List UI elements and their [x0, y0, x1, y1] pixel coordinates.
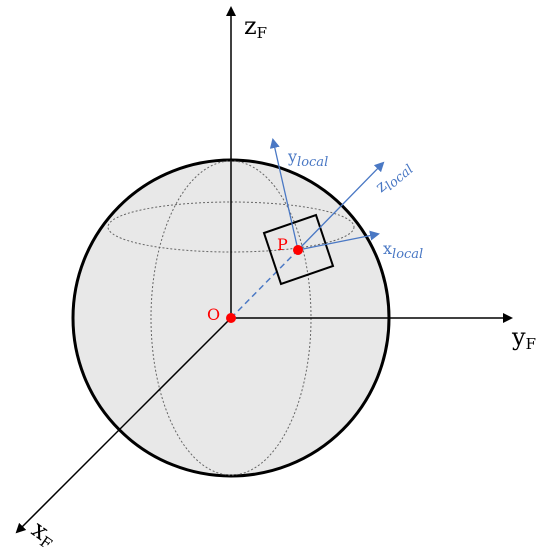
local-y-axis [269, 138, 299, 251]
local-y-axis-label-sub: local [297, 155, 328, 170]
origin-to-point-line [230, 249, 299, 319]
origin-label: O [207, 305, 220, 324]
local-z-axis-label-sub: local [383, 162, 417, 194]
local-tangent-square [262, 213, 335, 286]
local-x-axis-label: xlocal [383, 239, 423, 262]
y-axis-label-sub: F [526, 335, 536, 353]
local-y-axis-label-main: y [287, 147, 297, 166]
y-axis-label: yF [511, 323, 536, 353]
local-x-axis-label-main: x [383, 239, 392, 258]
x-axis [15, 317, 232, 534]
local-y-axis-label: ylocal [287, 147, 328, 170]
local-x-axis-label-sub: local [392, 247, 423, 262]
local-x-axis [297, 230, 380, 251]
z-axis-label: zF [244, 12, 267, 42]
y-axis-label-main: y [511, 323, 526, 351]
x-axis-label: xF [25, 515, 62, 549]
surface-point-label: P [277, 235, 288, 254]
origin-point [226, 313, 236, 323]
z-axis-label-main: z [244, 12, 257, 40]
surface-point [293, 245, 303, 255]
local-z-axis [297, 161, 385, 251]
local-z-axis-label: zlocal [371, 156, 416, 199]
z-axis-label-sub: F [257, 24, 267, 42]
